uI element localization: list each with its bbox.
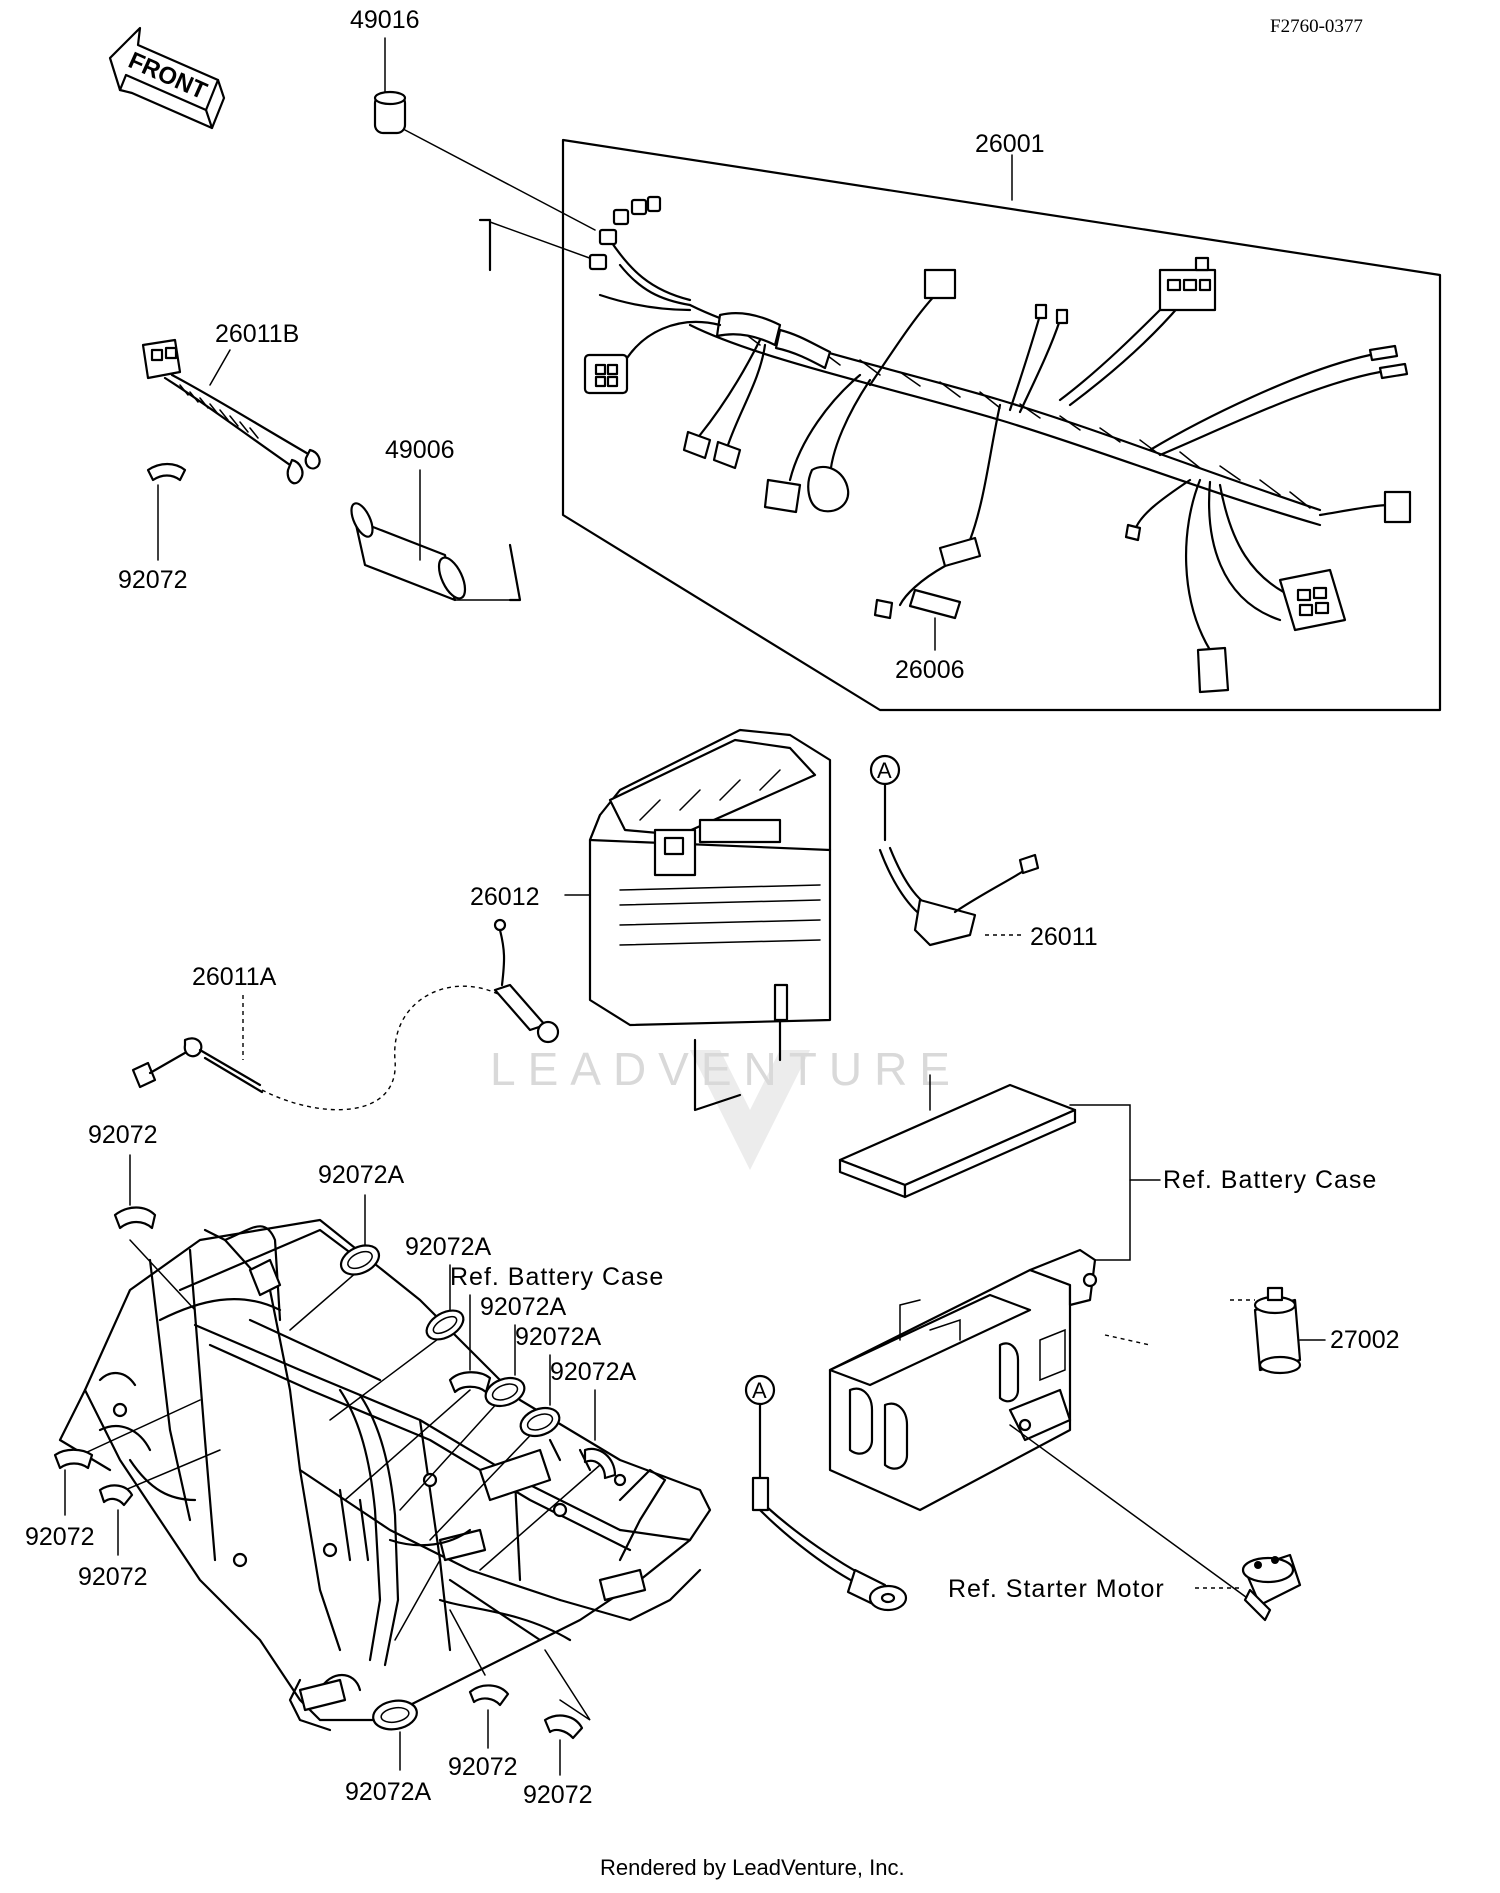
callout-a-top: A — [877, 758, 892, 783]
part-26001-wiring-harness[interactable]: 26001 — [478, 130, 1442, 712]
part-49006-cover[interactable]: 49006 — [347, 436, 522, 602]
label-26012: 26012 — [470, 883, 540, 911]
label-49016: 49016 — [350, 6, 420, 34]
battery-pad[interactable]: Ref. Battery Case — [838, 1074, 1377, 1261]
ref-battery-case-right: Ref. Battery Case — [1163, 1166, 1377, 1194]
label-92072A-2: 92072A — [405, 1233, 492, 1261]
watermark-text: LEADVENTURE — [490, 1043, 962, 1095]
label-26011: 26011 — [1030, 923, 1098, 951]
front-arrow-label: FRONT — [124, 47, 211, 105]
part-49016-cap[interactable]: 49016 — [350, 6, 596, 231]
ref-starter-motor-label: Ref. Starter Motor — [948, 1575, 1165, 1603]
label-26011B: 26011B — [215, 320, 299, 348]
part-26012-battery[interactable]: 26012 — [470, 728, 832, 1112]
label-92072A-5: 92072A — [550, 1358, 637, 1386]
label-92072-left1: 92072 — [25, 1523, 95, 1551]
diagram-code: F2760-0377 — [1270, 16, 1363, 37]
battery-case[interactable] — [828, 1248, 1251, 1601]
label-26011A: 26011A — [192, 963, 277, 991]
label-92072-frame-tl: 92072 — [88, 1121, 158, 1149]
ref-battery-case-frame: Ref. Battery Case — [448, 1263, 664, 1394]
label-49006: 49006 — [385, 436, 455, 464]
label-92072A-bottom: 92072A — [345, 1778, 432, 1806]
label-92072A-4: 92072A — [515, 1323, 602, 1351]
part-26006-fuse[interactable]: 26006 — [873, 403, 1002, 684]
clamp-92072A-3[interactable]: 92072A — [480, 1293, 567, 1411]
watermark-logo-icon — [690, 1050, 810, 1170]
label-92072-bottom1: 92072 — [448, 1753, 518, 1781]
label-92072-top: 92072 — [118, 566, 188, 594]
clamp-92072A-2[interactable]: 92072A — [405, 1233, 492, 1345]
callout-a-bottom: A — [752, 1378, 767, 1403]
label-26006: 26006 — [895, 656, 965, 684]
ref-battery-case-frame-label: Ref. Battery Case — [450, 1263, 664, 1291]
clamp-92072A-1[interactable]: 92072A — [318, 1161, 405, 1280]
clamp-92072-bottom1[interactable]: 92072 — [448, 1684, 518, 1781]
part-27002-relay[interactable]: 27002 — [1104, 1286, 1400, 1375]
clamp-92072A-bottom[interactable]: 92072A — [345, 1697, 432, 1806]
part-26011A-ground-lead[interactable]: 26011A — [131, 918, 560, 1111]
clamp-92072A-4[interactable]: 92072A — [515, 1323, 602, 1441]
label-92072A-1: 92072A — [318, 1161, 405, 1189]
label-92072A-3: 92072A — [480, 1293, 567, 1321]
clamp-92072-bottom2[interactable]: 92072 — [523, 1714, 593, 1809]
front-arrow-icon: FRONT — [108, 26, 226, 130]
part-26011B-lead[interactable]: 26011B 92072 — [118, 320, 321, 594]
watermark: LEADVENTURE — [490, 1043, 962, 1170]
clamp-92072A-5[interactable]: 92072A — [550, 1358, 637, 1480]
part-26011-ground-lead[interactable]: A 26011 — [869, 754, 1098, 951]
footer-credit: Rendered by LeadVenture, Inc. — [600, 1855, 905, 1880]
label-92072-bottom2: 92072 — [523, 1781, 593, 1809]
label-26001: 26001 — [975, 130, 1045, 158]
clamp-92072-frame-tl[interactable]: 92072 — [88, 1121, 158, 1230]
label-27002: 27002 — [1330, 1326, 1400, 1354]
ref-starter-motor: Ref. Starter Motor — [948, 1553, 1302, 1622]
clamp-92072-left2[interactable]: 92072 — [78, 1484, 148, 1591]
clamp-92072-left1[interactable]: 92072 — [25, 1448, 95, 1551]
starter-lead[interactable]: A — [744, 1374, 908, 1612]
label-92072-left2: 92072 — [78, 1563, 148, 1591]
